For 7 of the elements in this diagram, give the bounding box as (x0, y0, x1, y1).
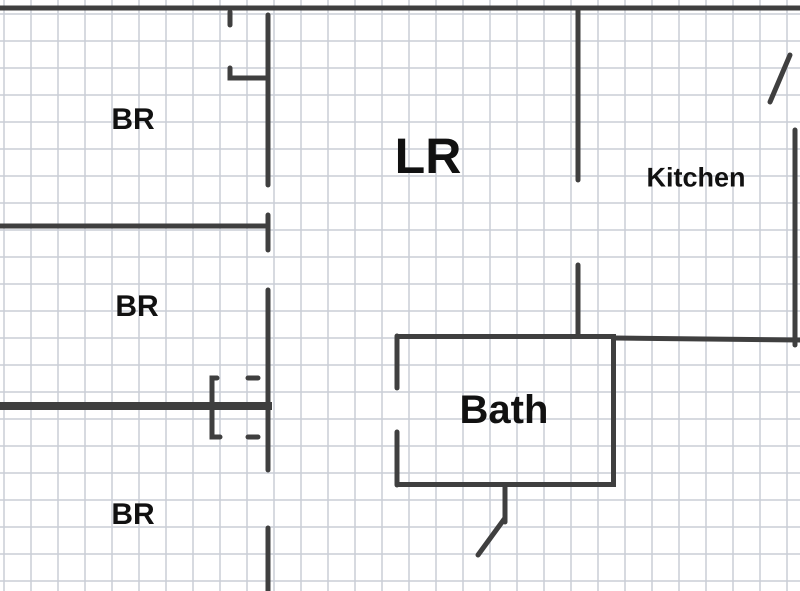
room-label: Bath (460, 388, 548, 433)
room-label: BR (111, 103, 155, 137)
room-label: BR (115, 290, 159, 324)
room-label: BR (111, 498, 155, 532)
room-label: LR (394, 127, 462, 185)
bathroom-walls (397, 334, 616, 487)
room-label: Kitchen (646, 162, 746, 194)
